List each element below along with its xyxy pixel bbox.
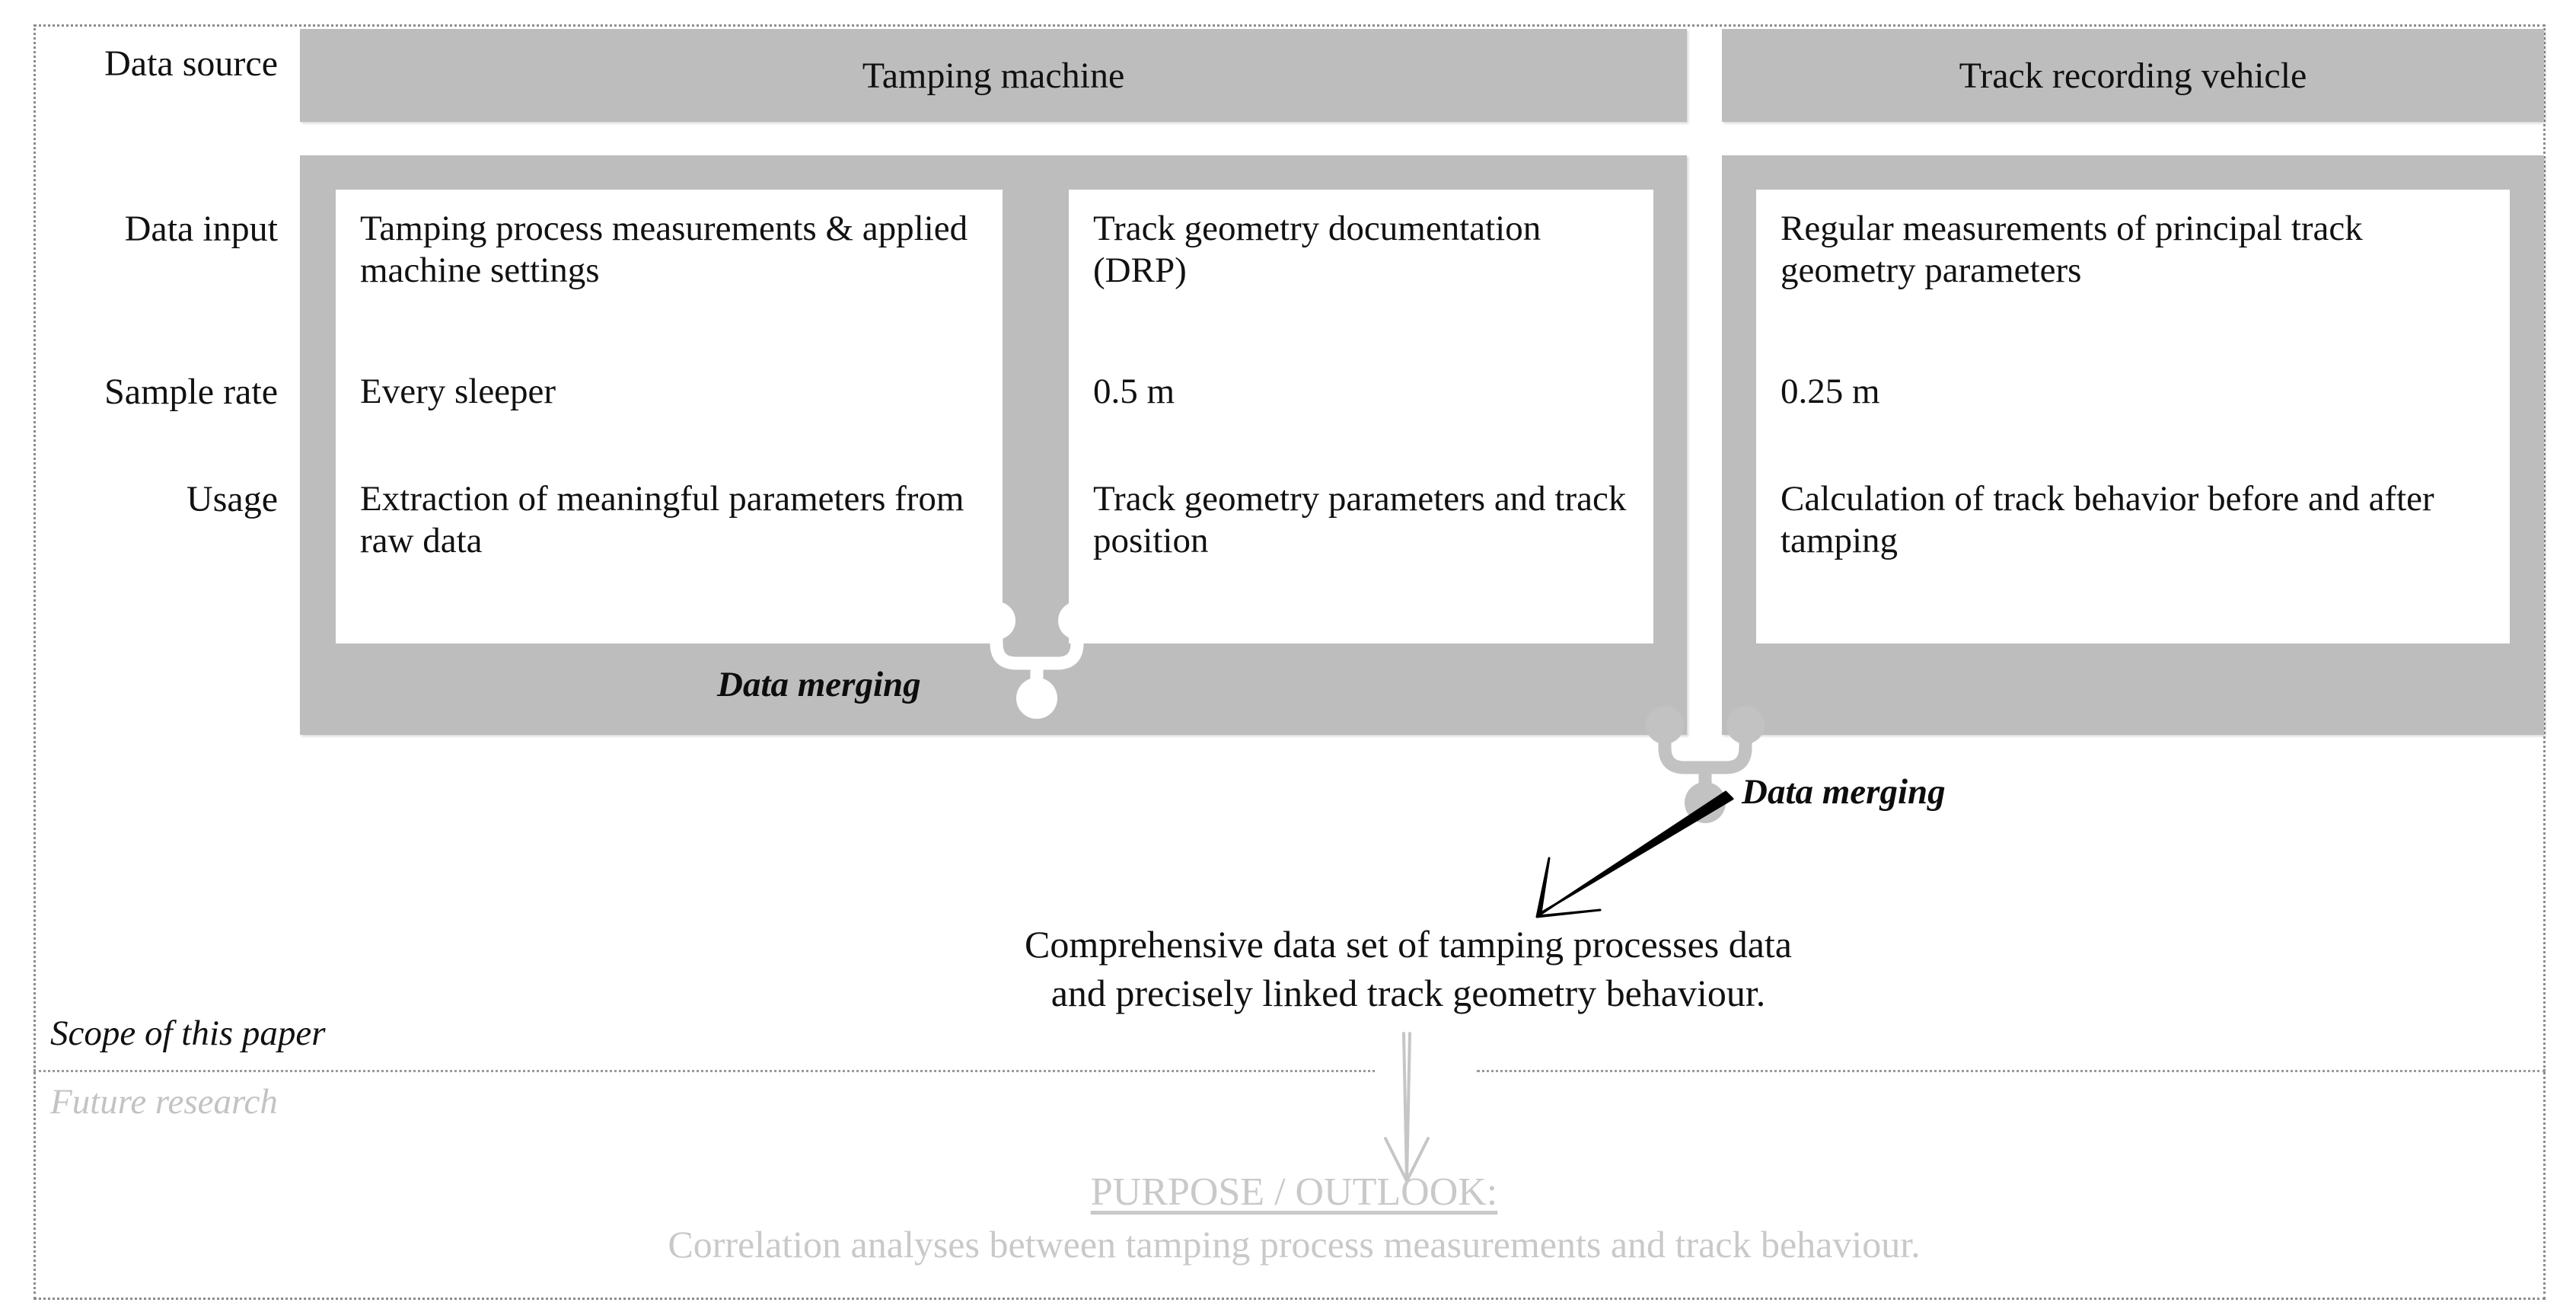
row-label-usage: Usage [187,479,278,519]
card-data-input-text: Track geometry documentation (DRP) [1093,209,1541,291]
future-research-caption: Future research [50,1082,278,1122]
data-merging-label: Data merging [717,665,921,704]
source-header-tamping-machine: Tamping machine [300,29,1687,122]
card-regular-track-geometry-measurements: Regular measurements of principal track … [1756,190,2510,643]
zone-divider-left [33,1070,1375,1072]
merge-branches-icon [961,598,1113,727]
zone-divider-right [1477,1070,2546,1072]
card-tamping-process-measurements: Tamping process measurements & applied m… [336,190,1003,643]
card-data-input-text: Regular measurements of principal track … [1781,209,2363,291]
purpose-outlook-body: Correlation analyses between tamping pro… [668,1223,1921,1266]
down-arrow-icon [1363,1032,1454,1184]
purpose-outlook-block: PURPOSE / OUTLOOK: Correlation analyses … [381,1169,2208,1269]
result-line-1: Comprehensive data set of tamping proces… [1024,923,1793,966]
merge-branches-icon [1629,702,1781,832]
row-label-data-source: Data source [104,43,278,84]
card-sample-rate-text: 0.25 m [1781,372,1880,411]
diagonal-arrow-icon [1507,788,1736,933]
purpose-outlook-title: PURPOSE / OUTLOOK: [1090,1170,1498,1214]
card-sample-rate-text: 0.5 m [1093,372,1175,411]
scope-of-paper-caption: Scope of this paper [50,1014,326,1053]
row-label-sample-rate: Sample rate [104,372,278,412]
card-data-input-text: Tamping process measurements & applied m… [360,209,968,291]
card-usage-text: Track geometry parameters and track posi… [1093,479,1627,561]
source-header-track-recording-vehicle: Track recording vehicle [1722,29,2544,122]
card-usage-text: Extraction of meaningful parameters from… [360,479,964,561]
card-sample-rate-text: Every sleeper [360,372,556,411]
row-label-data-input: Data input [124,209,278,249]
result-statement: Comprehensive data set of tamping proces… [685,920,2131,1017]
card-usage-text: Calculation of track behavior before and… [1781,479,2434,561]
result-line-2: and precisely linked track geometry beha… [1050,972,1766,1014]
card-track-geometry-documentation: Track geometry documentation (DRP) 0.5 m… [1069,190,1653,643]
data-merging-label: Data merging [1742,772,1946,812]
